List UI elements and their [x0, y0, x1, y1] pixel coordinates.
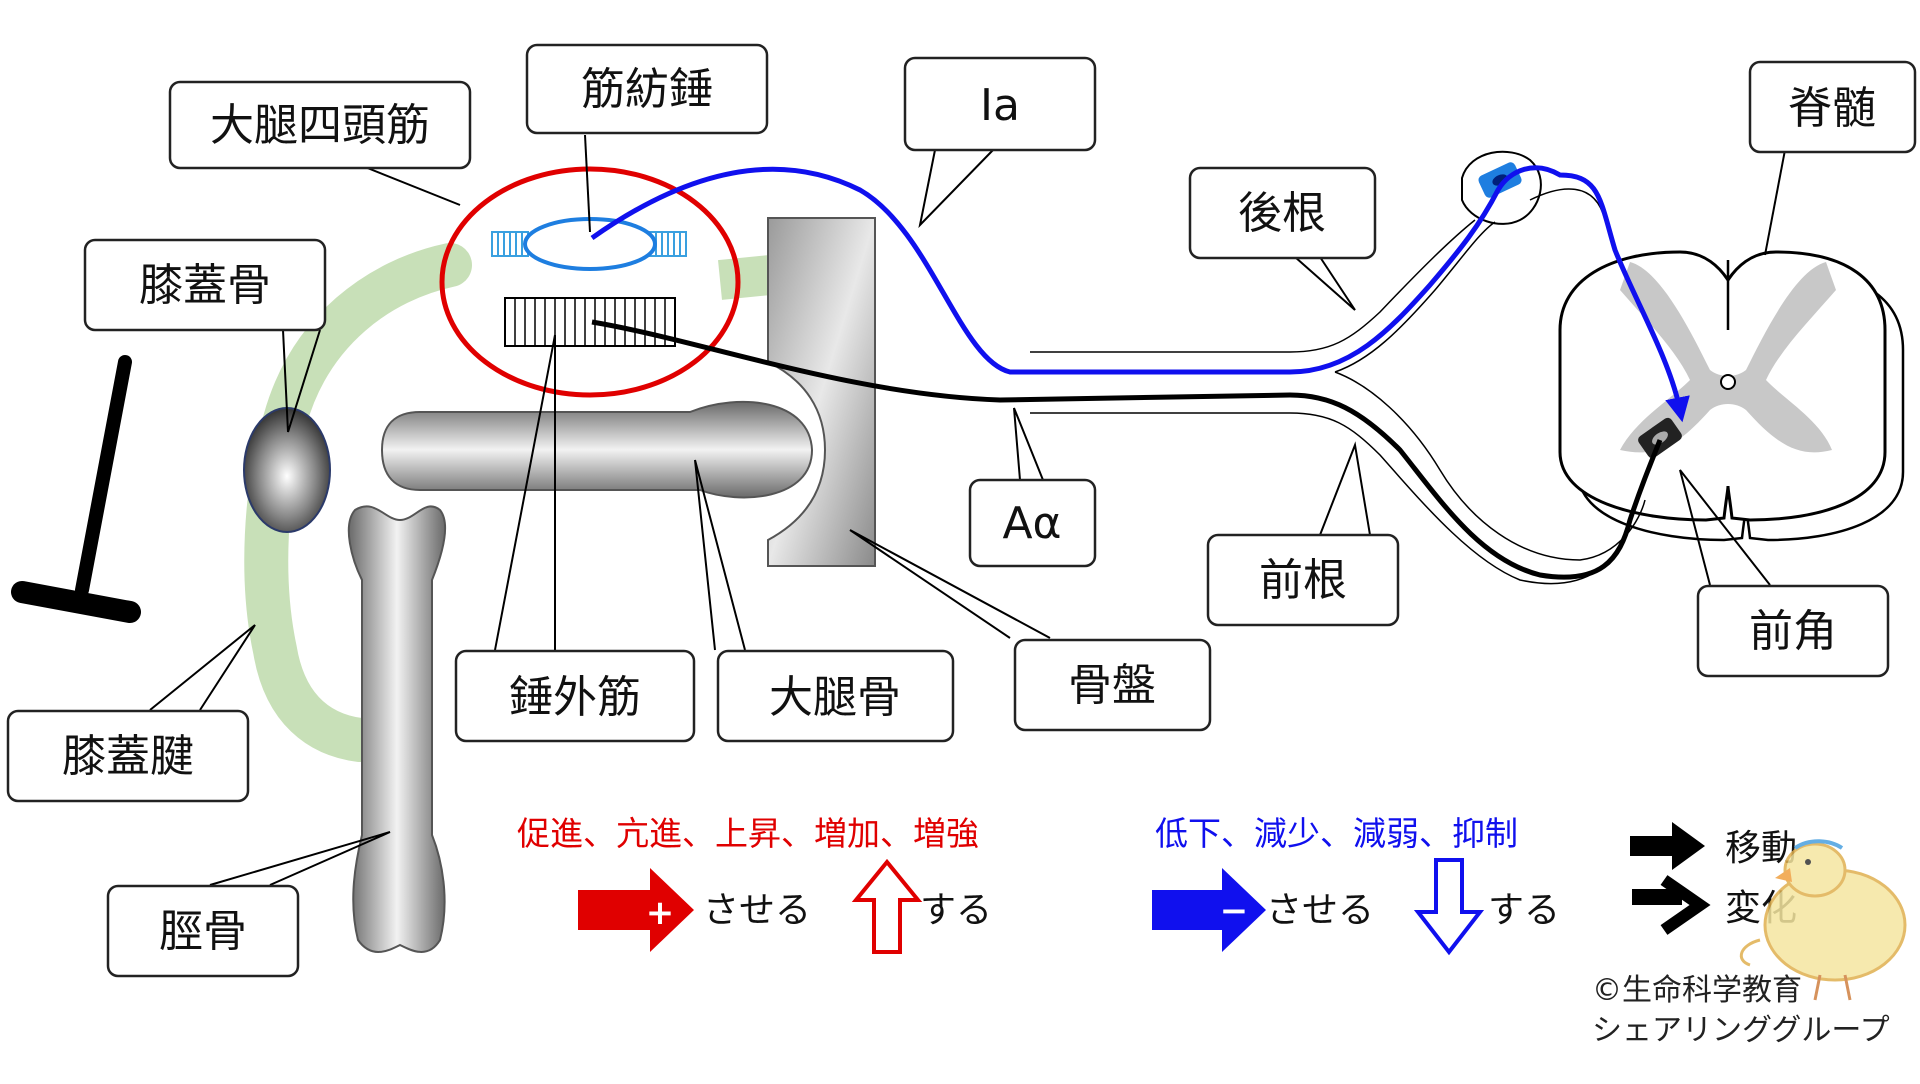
- label-femur: 大腿骨: [716, 649, 955, 743]
- credit-line-2: シェアリンググループ: [1592, 1013, 1890, 1048]
- svg-text:膝蓋骨: 膝蓋骨: [139, 260, 271, 311]
- credit-line-1: ©生命科学教育: [1592, 973, 1802, 1008]
- svg-text:大腿四頭筋: 大腿四頭筋: [210, 100, 430, 151]
- svg-text:骨盤: 骨盤: [1068, 660, 1156, 711]
- ia-fiber: [590, 165, 1690, 423]
- svg-text:前根: 前根: [1259, 555, 1347, 606]
- move-arrow-icon: [1630, 822, 1705, 870]
- label-patella: 膝蓋骨: [83, 238, 327, 332]
- label-ia: Ia: [903, 56, 1097, 152]
- legend-blue-arrow-text: させる: [1266, 890, 1374, 931]
- increase-arrow-icon: +: [578, 868, 694, 952]
- muscle-spindle-shape: [491, 217, 687, 271]
- label-muscle-spindle: 筋紡錘: [525, 43, 769, 135]
- legend-blue-down-text: する: [1488, 890, 1560, 931]
- femur-bone: [380, 400, 814, 499]
- tibia-bone: [347, 505, 447, 953]
- label-a-alpha: Aα: [968, 478, 1097, 568]
- svg-text:Aα: Aα: [1002, 498, 1061, 549]
- spinal-cord-section: [1558, 250, 1905, 542]
- legend-red-up-text: する: [920, 890, 992, 931]
- leader-lines: [149, 134, 1786, 886]
- label-tibia: 脛骨: [106, 884, 300, 978]
- label-spinal-cord: 脊髄: [1748, 60, 1917, 154]
- a-alpha-fiber: [591, 319, 1663, 580]
- down-arrow-icon: [1413, 858, 1485, 956]
- svg-text:Ia: Ia: [980, 80, 1020, 131]
- label-anterior-horn: 前角: [1696, 584, 1890, 678]
- reflex-hammer-icon: [11, 355, 141, 623]
- label-extrafusal-fiber: 錘外筋: [454, 649, 696, 743]
- svg-text:錘外筋: 錘外筋: [509, 672, 641, 723]
- svg-text:脛骨: 脛骨: [159, 906, 247, 957]
- chick-mascot-icon: [1739, 839, 1907, 1001]
- legend: 促進、亢進、上昇、増加、増強 低下、減少、減弱、抑制 + させる する − させ…: [517, 814, 1797, 956]
- svg-text:後根: 後根: [1238, 188, 1326, 239]
- pelvis-bone: [767, 217, 876, 567]
- label-dorsal-root: 後根: [1188, 166, 1377, 260]
- up-arrow-icon: [851, 858, 923, 954]
- svg-text:筋紡錘: 筋紡錘: [581, 64, 713, 115]
- label-patellar-tendon: 膝蓋腱: [6, 709, 250, 803]
- legend-red-heading: 促進、亢進、上昇、増加、増強: [517, 814, 979, 853]
- label-pelvis: 骨盤: [1013, 638, 1212, 732]
- extrafusal-fiber-shape: [504, 297, 676, 347]
- decrease-arrow-icon: −: [1152, 868, 1266, 952]
- change-arrow-icon: [1632, 875, 1711, 935]
- svg-text:−: −: [1220, 891, 1249, 931]
- quadriceps-outline: [439, 166, 741, 398]
- svg-text:脊髄: 脊髄: [1788, 83, 1876, 134]
- svg-text:+: +: [646, 893, 675, 933]
- legend-blue-heading: 低下、減少、減弱、抑制: [1155, 814, 1518, 853]
- svg-text:大腿骨: 大腿骨: [769, 672, 901, 723]
- label-quadriceps: 大腿四頭筋: [168, 80, 472, 170]
- tendon-to-pelvis: [718, 255, 772, 300]
- svg-text:膝蓋腱: 膝蓋腱: [62, 731, 194, 782]
- label-ventral-root: 前根: [1206, 533, 1400, 627]
- legend-red-arrow-text: させる: [703, 890, 811, 931]
- svg-text:前角: 前角: [1749, 606, 1837, 657]
